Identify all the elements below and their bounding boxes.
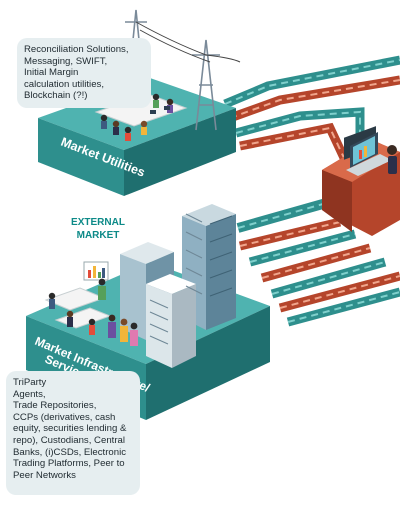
analyst-person-icon [387,145,397,174]
workers-group [44,278,138,346]
market-utilities-platform [38,74,236,196]
office-buildings [120,204,236,368]
presentation-board-icon [83,261,109,281]
external-market-label: EXTERNAL MARKET [71,217,125,241]
market-utilities-callout: Reconciliation Solutions, Messaging, SWI… [17,38,151,108]
laptop-icon [346,132,392,176]
pylon-icon [125,9,241,131]
connection-pipes [223,55,400,327]
market-infrastructure-callout: TriParty Agents, Trade Repositories, CCP… [6,371,140,495]
